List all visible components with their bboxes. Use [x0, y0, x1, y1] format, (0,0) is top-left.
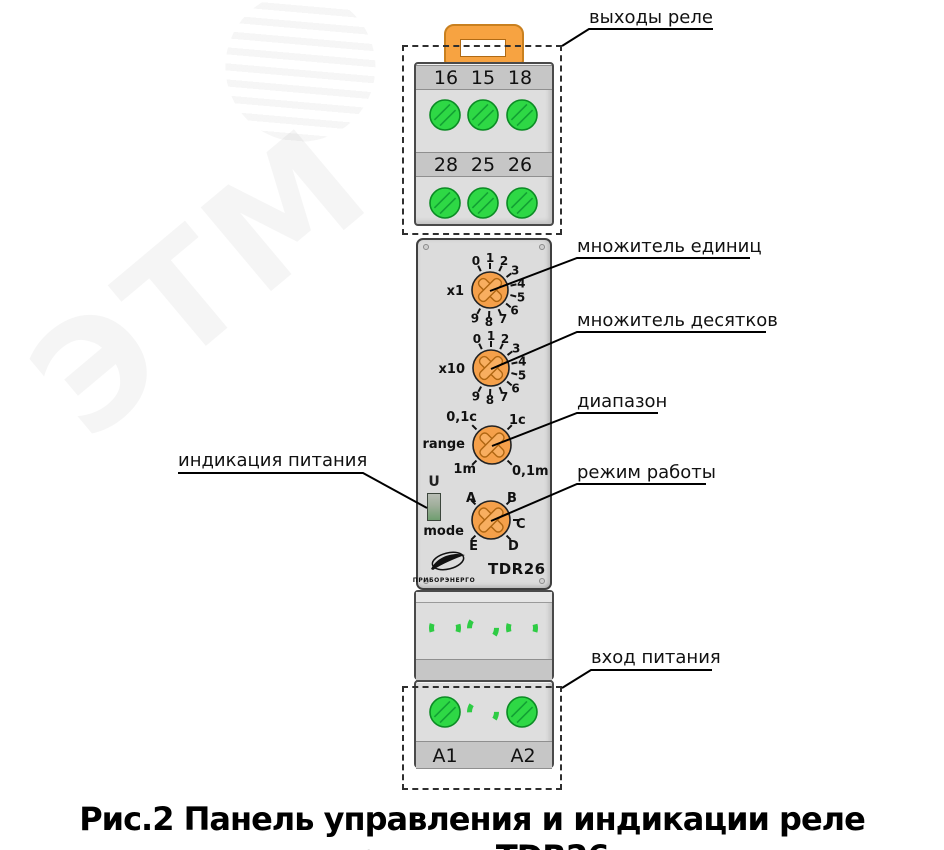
svg-text:D: D: [508, 539, 519, 554]
svg-text:C: C: [516, 517, 526, 532]
svg-text:5: 5: [518, 369, 526, 383]
leader-power-input: [561, 669, 712, 689]
etm-watermark-text: ЭТМ: [0, 94, 403, 472]
svg-text:3: 3: [511, 263, 519, 277]
svg-text:x1: x1: [447, 284, 464, 299]
figure-caption: Рис.2 Панель управления и индикации реле…: [79, 800, 866, 850]
svg-text:1m: 1m: [453, 462, 476, 477]
middle-block-band: [416, 659, 552, 681]
leader-relay-outputs: [561, 28, 713, 47]
svg-text:0,1m: 0,1m: [512, 464, 549, 479]
terminal-label-band-bottom: A1 A2: [416, 741, 552, 769]
terminal-label-band-row1: 16 15 18: [416, 65, 552, 90]
terminal-label-16: 16: [433, 67, 459, 89]
terminal-label-band-row2: 28 25 26: [416, 152, 552, 177]
svg-text:9: 9: [472, 389, 480, 403]
svg-text:2: 2: [500, 254, 508, 268]
power-terminal-screws: [429, 696, 538, 728]
panel-rivet: [539, 244, 545, 250]
terminal-screws-row2: [429, 187, 538, 219]
terminal-label-18: 18: [507, 67, 533, 89]
svg-text:mode: mode: [423, 524, 464, 539]
svg-text:9: 9: [471, 311, 479, 325]
panel-rivet: [423, 578, 429, 584]
svg-text:1: 1: [486, 251, 494, 265]
svg-text:x10: x10: [439, 362, 465, 377]
callout-range: диапазон: [577, 391, 668, 412]
terminal-label-26: 26: [507, 154, 533, 176]
callout-tens-multiplier: множитель десятков: [577, 310, 778, 331]
svg-text:E: E: [469, 539, 478, 554]
middle-terminal-rings: [429, 612, 538, 644]
terminal-screws-row1: [429, 99, 538, 131]
power-led-indicator: [427, 493, 441, 521]
svg-text:1: 1: [487, 329, 495, 343]
din-clip-handle: [444, 24, 524, 64]
svg-text:range: range: [422, 437, 465, 452]
panel-rivet: [423, 244, 429, 250]
callout-relay-outputs: выходы реле: [589, 7, 713, 28]
svg-text:2: 2: [501, 332, 509, 346]
callout-mode: режим работы: [577, 462, 716, 483]
svg-text:6: 6: [510, 304, 518, 318]
svg-text:7: 7: [500, 390, 508, 404]
svg-text:8: 8: [485, 315, 493, 329]
terminal-label-15: 15: [470, 67, 496, 89]
middle-terminal-block: [414, 590, 554, 681]
svg-text:0: 0: [473, 332, 481, 346]
leader-power-indication: [178, 472, 428, 509]
svg-text:3: 3: [512, 341, 520, 355]
terminal-label-a2: A2: [510, 745, 536, 767]
svg-text:B: B: [507, 491, 517, 506]
svg-text:5: 5: [517, 291, 525, 305]
terminal-label-25: 25: [470, 154, 496, 176]
callout-units-multiplier: множитель единиц: [577, 236, 762, 257]
svg-text:7: 7: [499, 312, 507, 326]
din-clip-slot: [460, 39, 506, 57]
middle-block-lip: [416, 592, 552, 603]
panel-rivet: [539, 578, 545, 584]
callout-power-input: вход питания: [591, 647, 721, 668]
etm-logo-circle-icon: [194, 0, 407, 173]
svg-text:8: 8: [486, 393, 494, 407]
power-input-terminal-block: A1 A2: [414, 680, 554, 769]
svg-text:0,1c: 0,1c: [446, 410, 477, 425]
callout-power-indication: индикация питания: [178, 450, 368, 471]
svg-text:4: 4: [518, 354, 526, 368]
terminal-label-28: 28: [433, 154, 459, 176]
svg-text:0: 0: [472, 254, 480, 268]
model-label: TDR26: [488, 560, 546, 578]
svg-text:4: 4: [517, 276, 525, 290]
svg-text:1c: 1c: [509, 413, 526, 428]
power-led-label: U: [428, 474, 440, 490]
priborenergo-logo-icon: [431, 551, 465, 571]
terminal-label-a1: A1: [432, 745, 458, 767]
svg-text:A: A: [466, 491, 476, 506]
brand-name: ПРИБОРЭНЕРГО: [412, 577, 476, 584]
svg-text:6: 6: [511, 382, 519, 396]
